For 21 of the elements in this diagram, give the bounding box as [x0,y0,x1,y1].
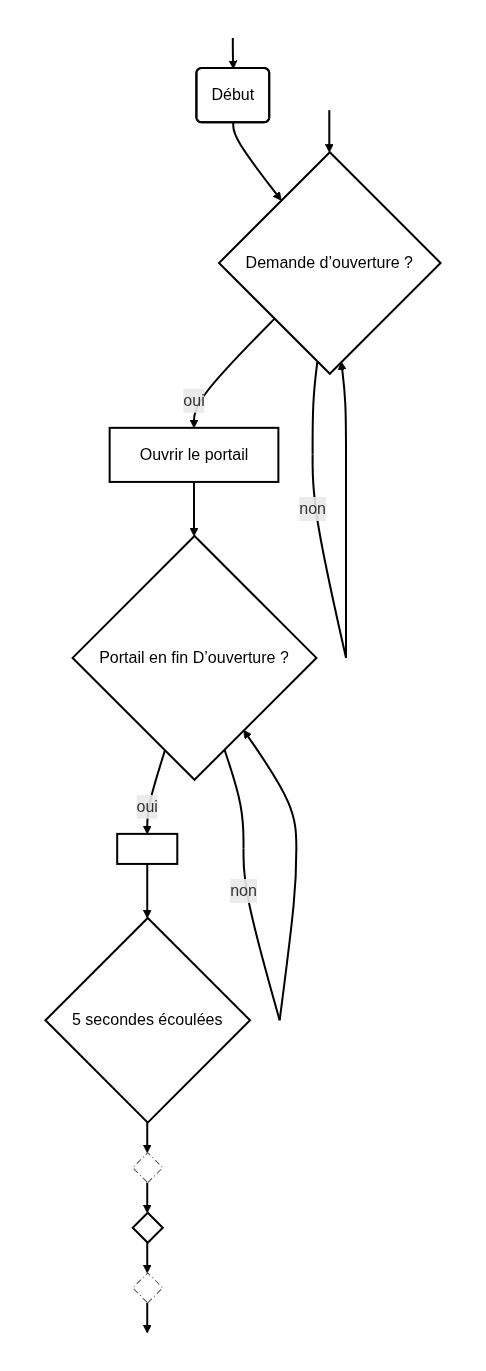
node-diamond: 5 secondes écoulées [44,916,252,1125]
arrow [142,1121,152,1154]
arrow [142,862,152,919]
arrow [324,109,334,153]
arrow [228,37,238,69]
edge-label: oui [136,797,158,815]
node-box [116,832,179,865]
node-diamond: Demande d’ouverture ? [217,150,442,376]
node-diamond: Portail en fin D’ouverture ? [71,534,318,782]
arrow [142,1301,152,1334]
node-diamond [132,1272,164,1304]
arrow [142,1181,152,1214]
arrow [142,1241,152,1274]
arrow [189,480,199,537]
edge-label: non [299,499,326,517]
node-diamond [132,1152,164,1184]
node-diamond [131,1211,165,1245]
arrow [232,121,282,201]
node-box: Ouvrir le portail [108,426,280,483]
edge-label: non [230,881,257,899]
edge-label: oui [183,391,205,409]
